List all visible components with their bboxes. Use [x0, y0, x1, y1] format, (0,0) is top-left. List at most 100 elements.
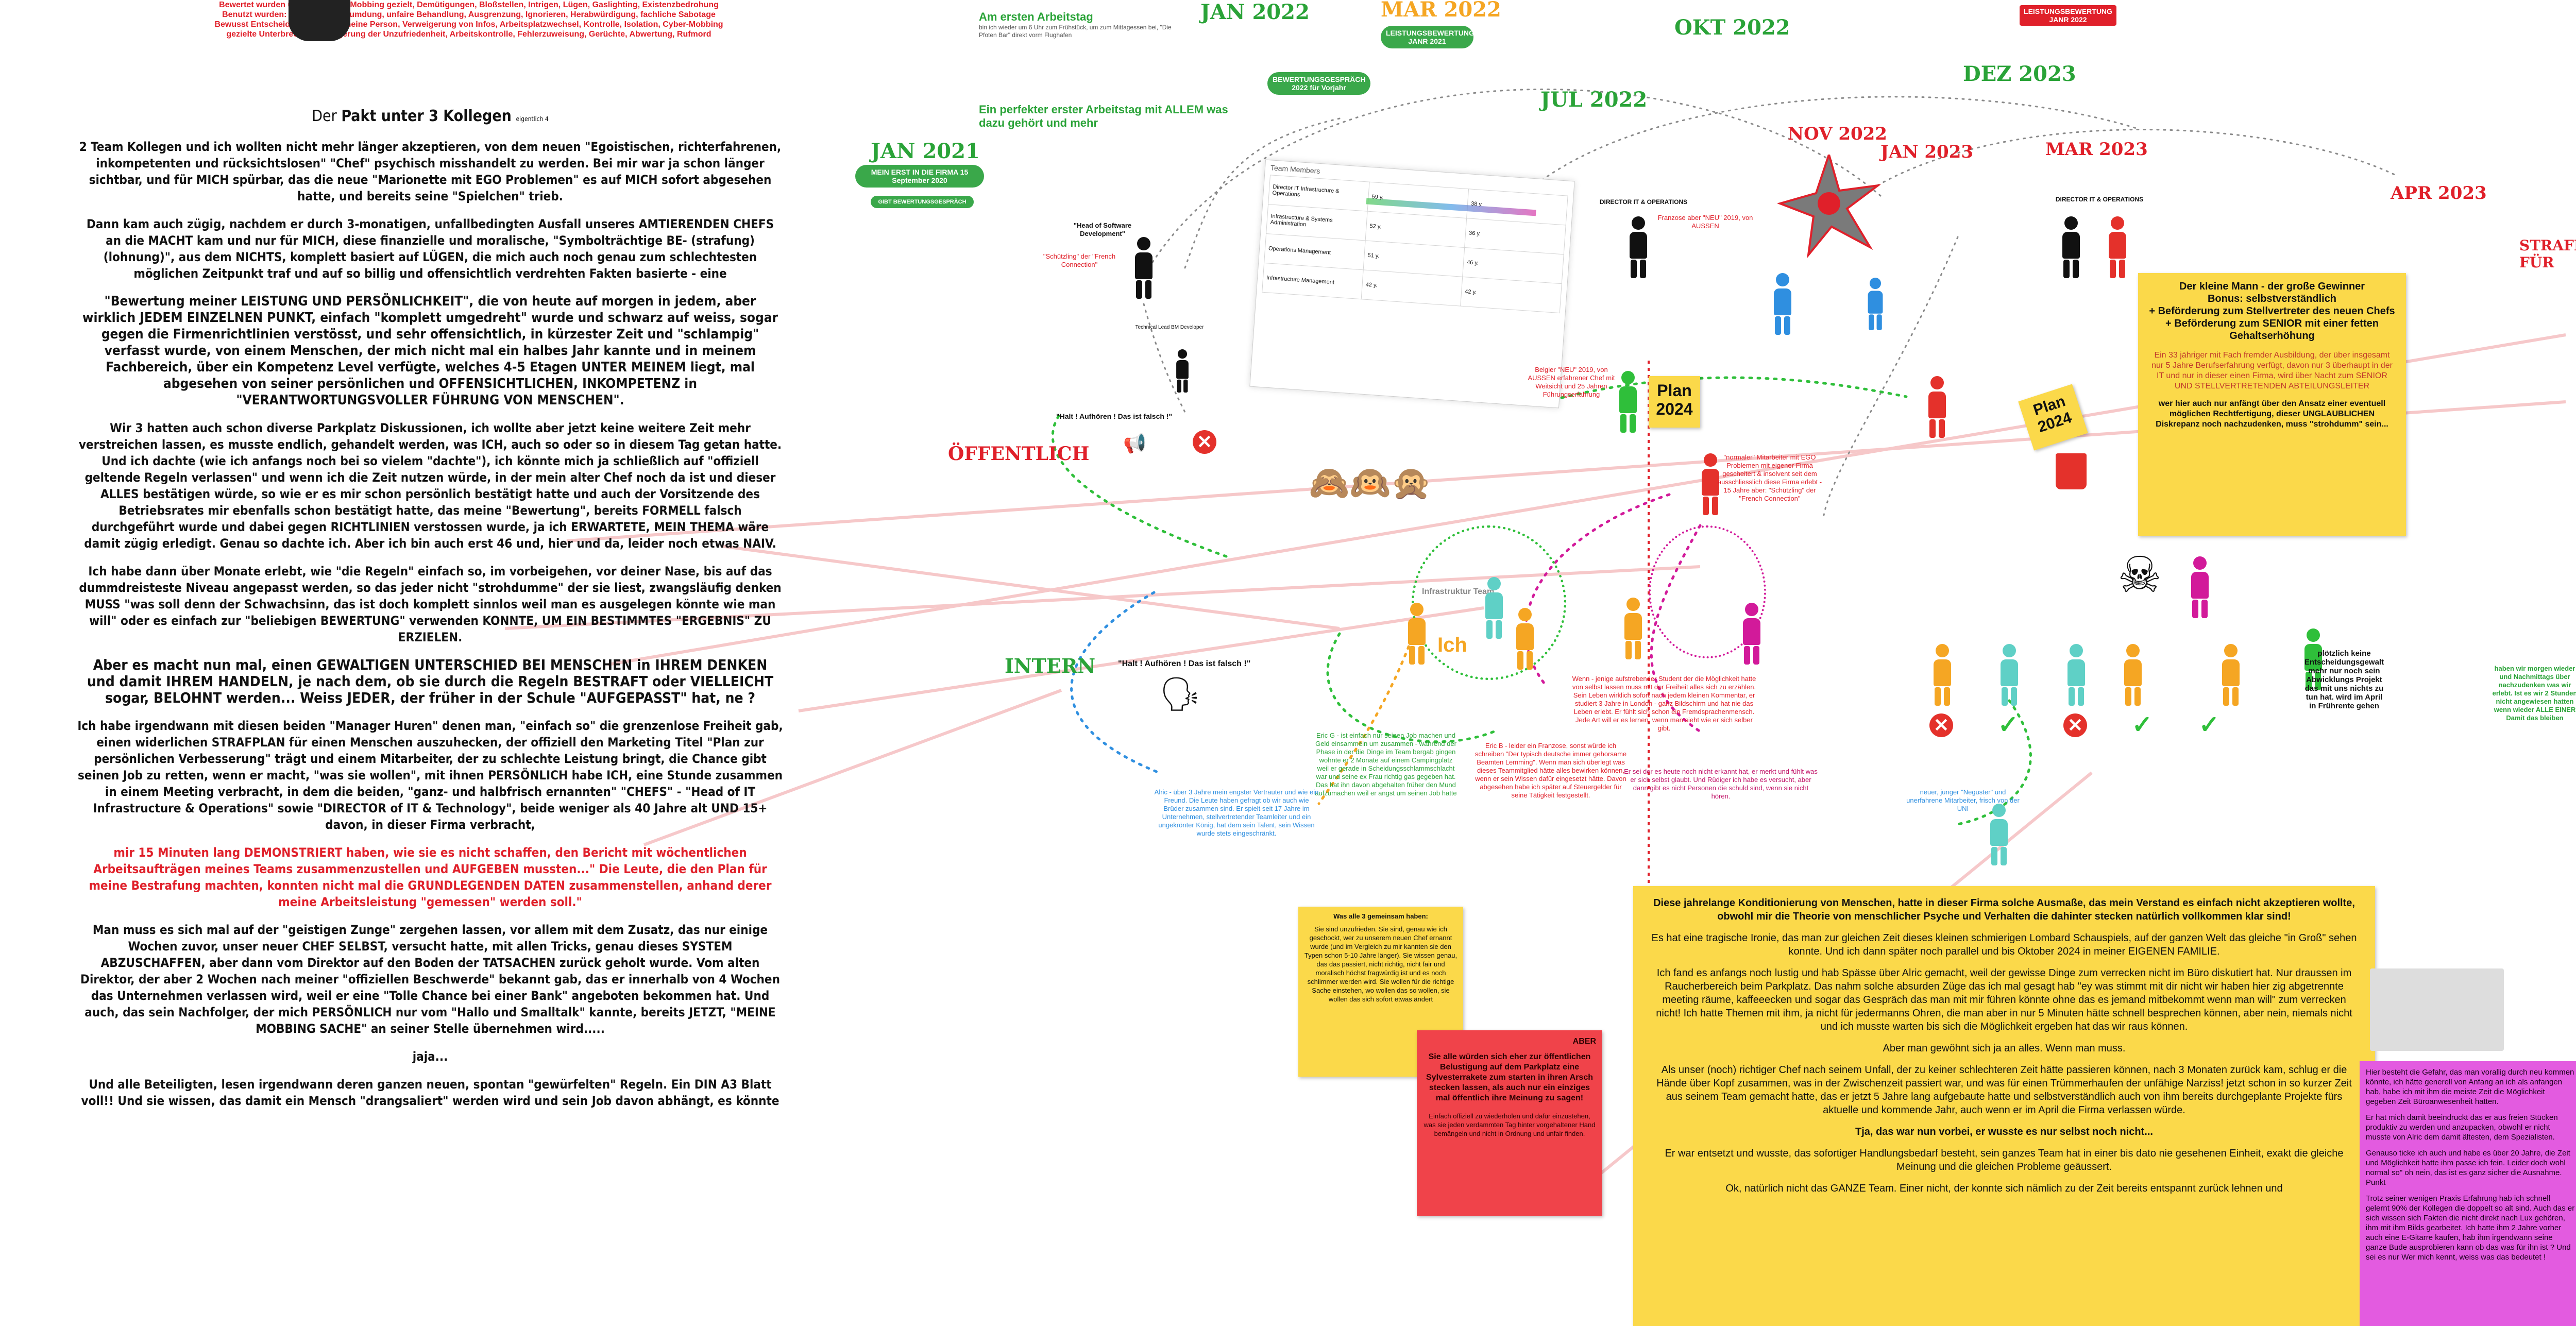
explosion-icon	[1777, 155, 1880, 258]
label-head-software: "Head of Software Development"	[1073, 222, 1132, 237]
team-table: Director IT Infrastructure & Operations …	[1262, 175, 1568, 313]
big-conditioning-note: Diese jahrelange Konditionierung von Men…	[1633, 886, 2375, 1326]
close-icon-row-3: ✕	[2063, 713, 2087, 737]
date-jan-2023: JAN 2023	[1880, 142, 1974, 162]
left-para-10: jaja...	[412, 1049, 448, 1064]
close-icon-public: ✕	[1193, 430, 1216, 454]
left-para-1: 2 Team Kollegen und ich wollten nicht me…	[79, 140, 782, 203]
label-intern: INTERN	[1005, 654, 1096, 677]
age-badge: 42 y.	[1365, 281, 1378, 289]
label-belgier: Belgier "NEU" 2019, von AUSSEN erfahrene…	[1528, 366, 1615, 398]
top-left-header: Bewertet wurden unter anderem: Mobbing g…	[124, 0, 814, 39]
left-para-3: "Bewertung meiner LEISTUNG UND PERSÖNLIC…	[82, 294, 778, 408]
label-normaler: "normaler" Mitarbeiter mit EGO Problemen…	[1717, 453, 1822, 502]
aber-note: ABER Sie alle würden sich eher zur öffen…	[1417, 1030, 1602, 1216]
label-tech-lead: Technical Lead BM Developer	[1135, 325, 1204, 330]
age-badge: 51 y.	[1367, 252, 1380, 260]
person-icon-teal-junior	[1989, 804, 2009, 865]
label-strafe-sub: haben wir morgen wieder und Nachmittags …	[2492, 665, 2576, 722]
check-icon-row-2: ✓	[1997, 711, 2019, 739]
person-icon-blue-1	[1772, 273, 1793, 335]
gossip-text-1: Wenn - jenige aufstrebender Student der …	[1572, 675, 1756, 732]
label-deputy: plötzlich keine Entscheidungsgewalt mehr…	[2304, 649, 2384, 710]
check-icon-row-5: ✓	[2198, 711, 2220, 739]
date-apr-2023: APR 2023	[2391, 183, 2487, 203]
person-icon-team-1	[1484, 577, 1504, 639]
left-column-text: Der Pakt unter 3 Kollegen eigentlich 4 2…	[77, 108, 783, 1120]
age-badge: 46 y.	[1466, 259, 1479, 266]
left-para-8: mir 15 Minuten lang DEMONSTRIERT haben, …	[89, 845, 772, 909]
person-icon-green-2	[2303, 628, 2324, 690]
label-halt-1: "Halt ! Aufhören ! Das ist falsch !"	[1056, 412, 1173, 420]
close-icon-row-1: ✕	[1929, 713, 1953, 737]
left-title: Der Pakt unter 3 Kollegen eigentlich 4	[312, 107, 549, 125]
perfect-day-label: Ein perfekter erster Arbeitstag mit ALLE…	[979, 103, 1228, 129]
header-line-4: gezielte Unterbrechung, Steigerung der U…	[226, 30, 711, 39]
label-ich: Ich	[1437, 634, 1467, 656]
person-icon-orange-3	[2221, 644, 2241, 706]
gossip-text-3: Eric G - ist einfach nur seinen Job mach…	[1315, 732, 1457, 797]
person-icon-head-software	[1133, 237, 1154, 299]
person-icon-orange-1	[1932, 644, 1953, 706]
header-line-2: Benutzt wurden: Schikane, Verleumdung, u…	[222, 10, 716, 19]
date-mar-2023: MAR 2023	[2045, 139, 2148, 160]
date-nov-2022: NOV 2022	[1788, 124, 1887, 144]
date-dez-2023: DEZ 2023	[1963, 62, 2076, 86]
date-jan-2021: JAN 2021	[871, 139, 980, 163]
speaker-icon: 🗣	[1159, 675, 1201, 712]
label-halt-2: "Halt ! Aufhören ! Das ist falsch !"	[1118, 659, 1251, 668]
gossip-text-4: Alric - über 3 Jahre mein engster Vertra…	[1154, 788, 1319, 837]
black-badge-shape	[289, 0, 350, 41]
person-icon-teal-1	[1999, 644, 2020, 706]
person-icon-black-mar	[2061, 216, 2081, 278]
person-icon-red-normal	[1700, 453, 1721, 515]
trash-icon	[2056, 453, 2087, 489]
person-icon-ich	[1406, 603, 1427, 665]
person-icon-blue-2	[1867, 278, 1884, 330]
plan-2024-note: Plan 2024	[1649, 376, 1700, 428]
first-day-label: Am ersten Arbeitstag bin ich wieder um 6…	[979, 10, 1172, 39]
person-icon-green	[1618, 371, 1638, 433]
person-icon-teal-2	[2066, 644, 2087, 706]
pill-jan-2021: MEIN ERST IN DIE FIRMA 15 September 2020	[855, 165, 984, 188]
person-icon-magenta	[1741, 603, 1762, 665]
label-franzose: Franzose aber "NEU" 2019, von AUSSEN	[1657, 214, 1753, 230]
date-jan-2022: JAN 2022	[1200, 0, 1310, 24]
age-badge: 52 y.	[1369, 223, 1382, 230]
person-icon-magenta-2	[2190, 556, 2210, 618]
label-strafe: STRAFE FÜR	[2519, 237, 2576, 271]
magenta-circle	[1649, 525, 1766, 658]
label-neue-junge: neuer, junger "Neguster" und unerfahrene…	[1906, 788, 2020, 812]
label-oeffentlich: ÖFFENTLICH	[948, 443, 1090, 465]
left-para-7: Ich habe irgendwann mit diesen beiden "M…	[77, 719, 783, 832]
photo-placeholder	[2370, 968, 2504, 1051]
skull-icon: ☠	[2117, 548, 2162, 603]
winner-title: Der kleine Mann - der große Gewinner	[2179, 281, 2365, 292]
label-director-2: DIRECTOR IT & OPERATIONS	[2055, 196, 2144, 203]
person-icon-director	[1628, 216, 1649, 278]
left-para-9: Man muss es sich mal auf der "geistigen …	[80, 923, 780, 1036]
header-line-1: Bewertet wurden unter anderem: Mobbing g…	[219, 1, 719, 9]
megaphone-icon: 📢	[1123, 433, 1146, 454]
date-mar-2022: MAR 2022	[1381, 0, 1501, 22]
magenta-note: Hier besteht die Gefahr, das man voralli…	[2360, 1061, 2576, 1326]
check-icon-row-4: ✓	[2131, 711, 2153, 739]
person-icon-orange-2	[2123, 644, 2143, 706]
person-icon-team-3	[1623, 598, 1643, 659]
person-icon-red-mar	[2107, 216, 2128, 278]
infrastructure-team-circle	[1412, 525, 1566, 680]
left-para-4: Wir 3 hatten auch schon diverse Parkplat…	[78, 421, 782, 551]
left-para-2: Dann kam auch zügig, nachdem er durch 3-…	[86, 217, 774, 281]
pill-2022: BEWERTUNGSGESPRÄCH 2022 für Vorjahr	[1267, 72, 1370, 95]
date-okt-2022: OKT 2022	[1674, 15, 1790, 40]
header-line-3: Bewusst Entscheidungen gegen meine Perso…	[214, 20, 723, 29]
person-icon-tech-lead	[1175, 349, 1190, 393]
date-jul-2022: JUL 2022	[1540, 88, 1648, 112]
person-icon-red-jan23	[1927, 376, 1947, 438]
gossip-text-5: Er sei der es heute noch nicht erkannt h…	[1624, 768, 1818, 800]
left-para-6: Aber es macht nun mal, einen GEWALTIGEN …	[87, 656, 774, 706]
pill-mar-2022: LEISTUNGSBEWERTUNG JANR 2021	[1381, 26, 1475, 48]
label-director: DIRECTOR IT & OPERATIONS	[1599, 198, 1688, 206]
left-para-5: Ich habe dann über Monate erlebt, wie "d…	[79, 564, 782, 644]
label-schuetzling: "Schützling" der "French Connection"	[1043, 252, 1116, 268]
